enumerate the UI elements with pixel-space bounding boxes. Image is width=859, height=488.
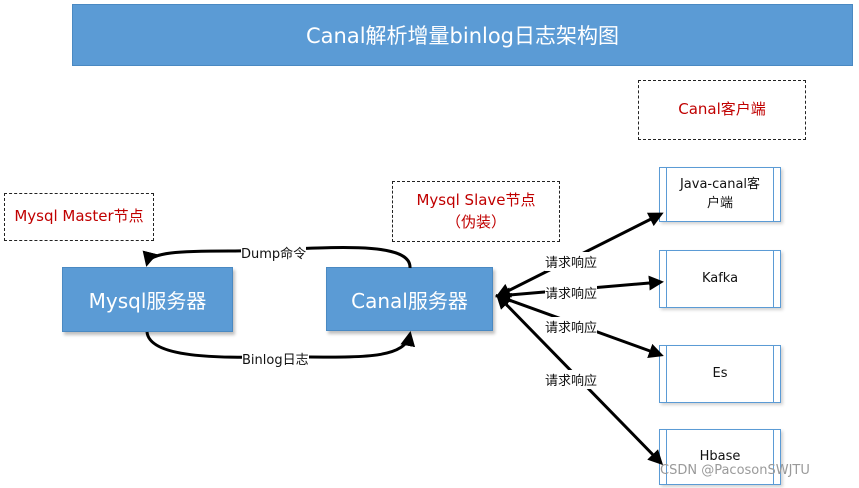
- client-java-canal: Java-canal客 户端: [659, 167, 781, 222]
- response-label-es: 请求响应: [545, 317, 598, 336]
- dump-label: Dump命令: [241, 243, 307, 262]
- slave-node-label: Mysql Slave节点 （伪装）: [392, 181, 560, 242]
- mysql-server-text: Mysql服务器: [88, 289, 207, 313]
- response-label-hbase: 请求响应: [545, 370, 598, 389]
- watermark: CSDN @PacosonSWJTU: [660, 463, 810, 478]
- client-es-text: Es: [712, 365, 728, 381]
- client-java-canal-line2: 户端: [706, 195, 733, 211]
- binlog-label: Binlog日志: [242, 349, 309, 368]
- slave-node-text-line1: Mysql Slave节点: [416, 190, 536, 209]
- response-label-kafka: 请求响应: [545, 283, 598, 302]
- master-node-label: Mysql Master节点: [4, 193, 154, 241]
- mysql-server-box: Mysql服务器: [62, 267, 233, 332]
- response-label-java: 请求响应: [545, 252, 598, 271]
- client-kafka-text: Kafka: [701, 270, 739, 286]
- canal-server-box: Canal服务器: [326, 267, 493, 331]
- client-kafka: Kafka: [659, 250, 781, 308]
- canal-server-text: Canal服务器: [351, 288, 468, 313]
- master-node-text: Mysql Master节点: [14, 207, 144, 226]
- canal-client-group-text: Canal客户端: [678, 100, 766, 119]
- client-hbase: Hbase: [659, 429, 781, 485]
- client-es: Es: [659, 345, 781, 403]
- diagram-title: Canal解析增量binlog日志架构图: [72, 4, 853, 66]
- canal-client-group-label: Canal客户端: [638, 80, 806, 140]
- client-hbase-text: Hbase: [699, 449, 741, 464]
- client-java-canal-line1: Java-canal客: [679, 176, 761, 192]
- slave-node-text-line2: （伪装）: [445, 212, 506, 231]
